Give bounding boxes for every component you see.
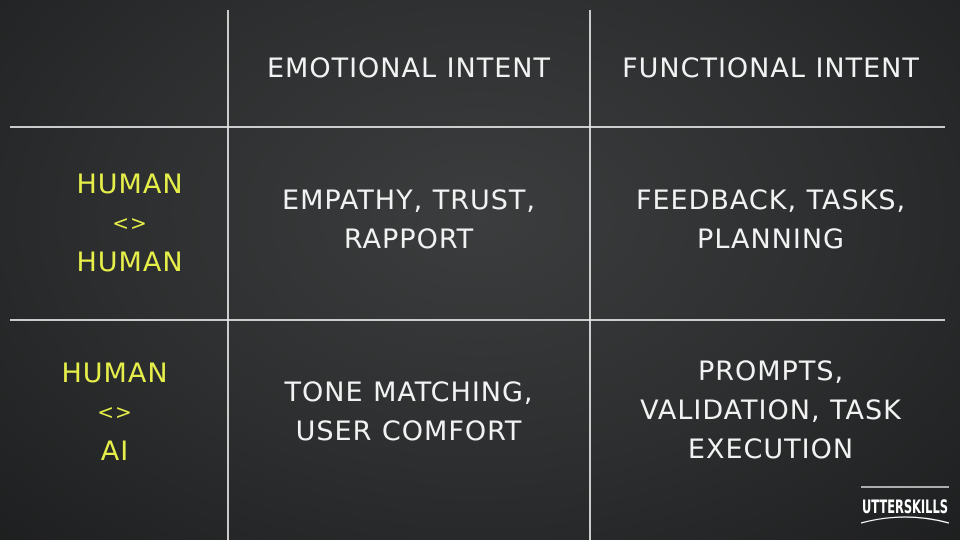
label-line: <> <box>97 399 133 424</box>
utterskills-logo: UTTERSKILLS <box>860 486 950 524</box>
row-label-human-human: HUMAN <> HUMAN <box>60 128 200 319</box>
cell-human-human-functional: FEEDBACK, TASKS, PLANNING <box>591 180 951 260</box>
cell-line: USER COMFORT <box>295 416 523 447</box>
grid-line-horizontal-2 <box>10 319 945 321</box>
cell-line: EMPATHY, TRUST, <box>282 185 536 216</box>
label-line: HUMAN <box>61 357 169 389</box>
cell-line: RAPPORT <box>343 224 475 255</box>
header-text: FUNCTIONAL INTENT <box>622 52 920 84</box>
grid-line-vertical-2 <box>589 10 591 540</box>
cell-line: FEEDBACK, TASKS, <box>635 185 907 216</box>
label-line: <> <box>112 211 148 235</box>
cell-human-human-emotional: EMPATHY, TRUST, RAPPORT <box>229 180 589 260</box>
label-line: AI <box>100 435 130 467</box>
cell-line: VALIDATION, TASK <box>640 394 902 426</box>
cell-human-ai-emotional: TONE MATCHING, USER COMFORT <box>229 372 589 452</box>
cell-line: TONE MATCHING, <box>284 377 534 408</box>
grid-line-vertical-1 <box>227 10 229 540</box>
column-header-functional: FUNCTIONAL INTENT <box>591 40 951 96</box>
cell-line: EXECUTION <box>687 433 855 465</box>
grid-line-horizontal-1 <box>10 126 945 128</box>
cell-human-ai-functional: PROMPTS, VALIDATION, TASK EXECUTION <box>591 350 951 470</box>
row-label-human-ai: HUMAN <> AI <box>45 352 185 472</box>
label-line: HUMAN <box>76 169 184 200</box>
column-header-emotional: EMOTIONAL INTENT <box>229 40 589 96</box>
cell-line: PROMPTS, <box>697 355 845 387</box>
cell-line: PLANNING <box>697 224 845 255</box>
label-line: HUMAN <box>76 247 184 278</box>
header-text: EMOTIONAL INTENT <box>266 52 551 84</box>
svg-text:UTTERSKILLS: UTTERSKILLS <box>862 496 948 518</box>
